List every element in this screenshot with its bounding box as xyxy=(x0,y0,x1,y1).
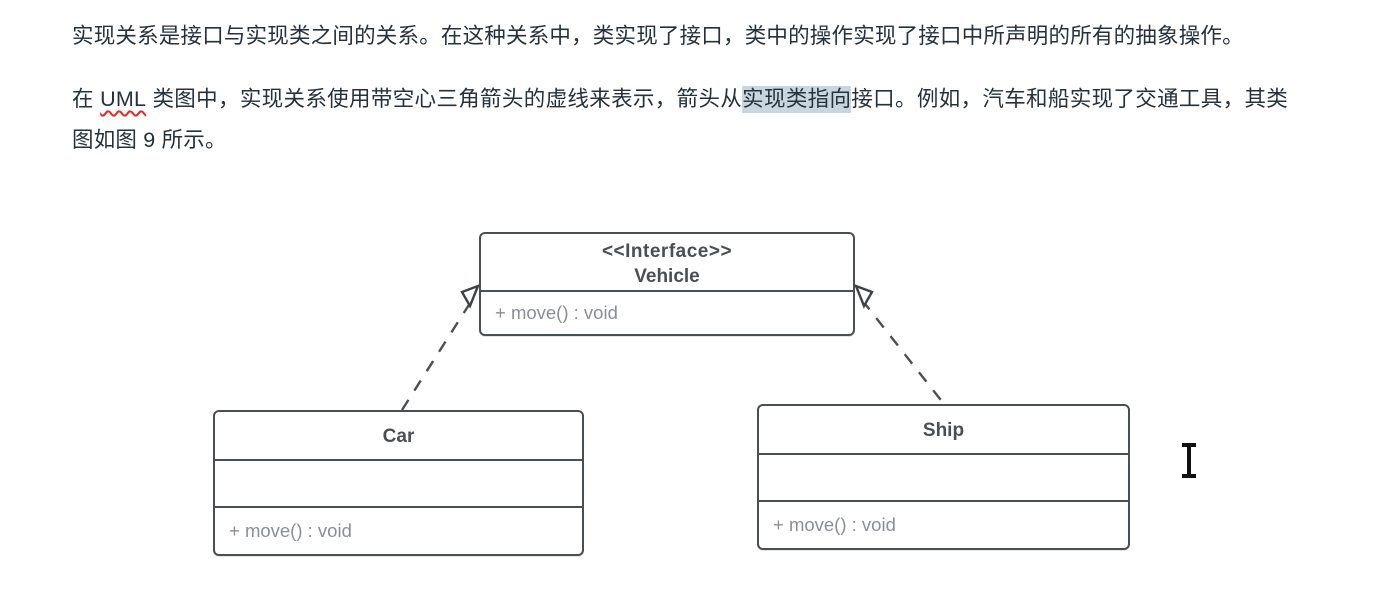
uml-compartment-divider xyxy=(759,453,1128,455)
uml-operation-car-move: + move() : void xyxy=(229,520,352,541)
selected-text-highlight[interactable]: 实现类指向 xyxy=(742,86,852,113)
uml-attributes-compartment-ship xyxy=(759,455,1128,500)
hollow-triangle-arrowhead-ship xyxy=(853,283,874,309)
uml-class-box-vehicle[interactable]: <<Interface>> Vehicle + move() : void xyxy=(479,232,855,336)
hollow-triangle-arrowhead-car xyxy=(460,283,481,309)
document-body: 实现关系是接口与实现类之间的关系。在这种关系中，类实现了接口，类中的操作实现了接… xyxy=(72,16,1288,161)
spellcheck-word-uml[interactable]: UML xyxy=(100,87,147,111)
uml-class-name-ship: Ship xyxy=(922,420,965,441)
text-run-plain-2: 类图中，实现关系使用带空心三角箭头的虚线来表示，箭头从 xyxy=(146,87,743,111)
uml-class-box-car[interactable]: Car + move() : void xyxy=(213,410,584,556)
dashed-connector-ship xyxy=(861,299,945,405)
text-ibeam-cursor-icon xyxy=(1182,443,1196,478)
uml-class-name-car: Car xyxy=(382,426,415,447)
text-run-plain-3: 接口。例如，汽车和船实现了交通工具，其类图如图 9 所示。 xyxy=(72,87,1288,152)
realization-car-to-vehicle xyxy=(400,283,481,411)
uml-compartment-divider xyxy=(481,290,853,292)
uml-operation-ship-move: + move() : void xyxy=(773,514,896,535)
uml-class-name-vehicle: Vehicle xyxy=(634,266,700,287)
text-run-plain-1: 在 xyxy=(72,87,101,111)
paragraph-uml-notation[interactable]: 在 UML 类图中，实现关系使用带空心三角箭头的虚线来表示，箭头从实现类指向接口… xyxy=(72,79,1288,161)
uml-compartment-divider xyxy=(215,506,582,508)
dashed-connector-car xyxy=(400,299,474,411)
paragraph-realization-definition[interactable]: 实现关系是接口与实现类之间的关系。在这种关系中，类实现了接口，类中的操作实现了接… xyxy=(72,24,1244,48)
uml-stereotype-interface: <<Interface>> xyxy=(601,241,733,262)
uml-attributes-compartment-car xyxy=(215,461,582,506)
uml-class-header-vehicle: <<Interface>> Vehicle xyxy=(481,234,853,290)
uml-operation-vehicle-move: + move() : void xyxy=(495,302,618,323)
uml-compartment-divider xyxy=(759,500,1128,502)
uml-class-box-ship[interactable]: Ship + move() : void xyxy=(757,404,1130,550)
realization-ship-to-vehicle xyxy=(853,283,945,405)
uml-compartment-divider xyxy=(215,459,582,461)
